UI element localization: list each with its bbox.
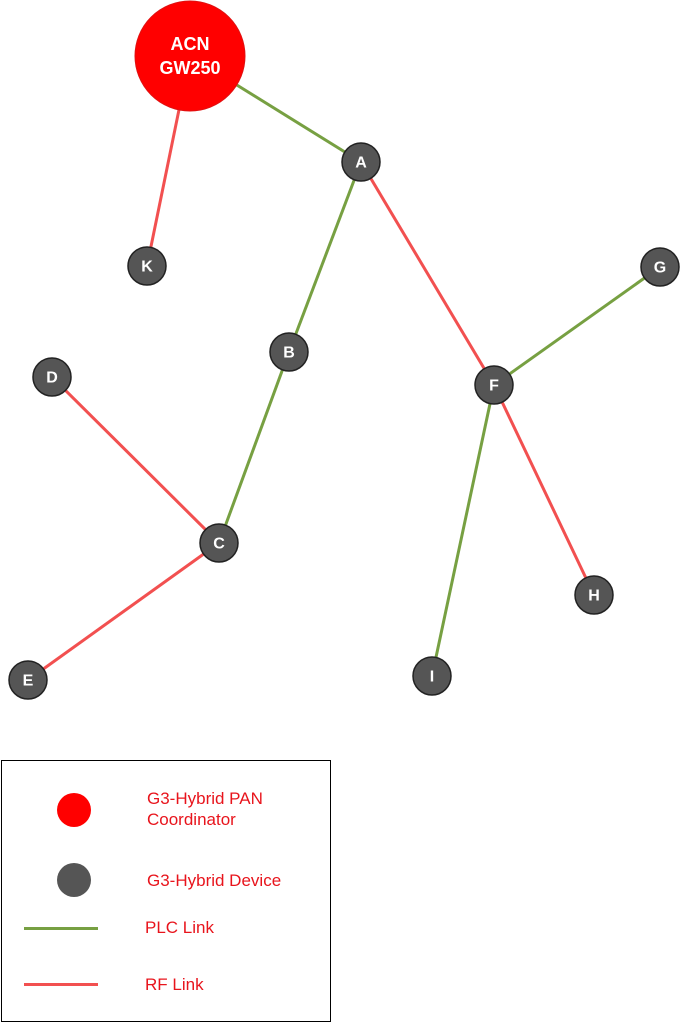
device-label-f: F	[489, 378, 499, 395]
device-circle-i	[412, 656, 452, 696]
coordinator-circle	[134, 0, 246, 112]
rf-link-swatch-icon	[24, 983, 98, 986]
device-circle-c	[199, 523, 239, 563]
device-label-h: H	[588, 588, 600, 605]
device-circle-b	[269, 332, 309, 372]
coordinator-label-line1: ACN	[171, 34, 210, 54]
coordinator-label-line2: GW250	[159, 58, 220, 78]
device-node-f: F	[474, 365, 514, 405]
plc-link-f-g	[493, 265, 661, 387]
device-circle-k	[127, 246, 167, 286]
device-node-i: I	[412, 656, 452, 696]
legend-coordinator-label: G3-Hybrid PAN Coordinator	[147, 789, 263, 829]
rf-link-a-f	[359, 161, 496, 386]
device-label-d: D	[46, 370, 58, 387]
device-label-g: G	[654, 260, 666, 277]
device-node-h: H	[574, 575, 614, 615]
device-node-k: K	[127, 246, 167, 286]
device-label-a: A	[355, 155, 367, 172]
device-label-b: B	[283, 345, 295, 362]
plc-link-f-i	[430, 384, 496, 677]
links-layer	[27, 54, 661, 682]
coordinator-swatch-icon	[57, 793, 91, 827]
legend-rf-label: RF Link	[145, 975, 204, 994]
device-label-k: K	[141, 259, 153, 276]
device-node-b: B	[269, 332, 309, 372]
device-circle-e	[8, 660, 48, 700]
device-circle-a	[341, 142, 381, 182]
device-node-e: E	[8, 660, 48, 700]
device-circle-d	[32, 357, 72, 397]
legend: G3-Hybrid PAN Coordinator G3-Hybrid Devi…	[1, 760, 331, 1022]
plc-link-a-b	[287, 161, 363, 353]
device-circle-f	[474, 365, 514, 405]
device-label-i: I	[430, 669, 434, 686]
plc-link-swatch-icon	[24, 927, 98, 930]
device-node-d: D	[32, 357, 72, 397]
device-circle-h	[574, 575, 614, 615]
device-node-c: C	[199, 523, 239, 563]
rf-link-d-c	[50, 375, 221, 545]
device-label-c: C	[213, 536, 225, 553]
coordinator-node: ACN GW250	[134, 0, 246, 112]
rf-link-c-e	[27, 541, 220, 682]
device-node-a: A	[341, 142, 381, 182]
rf-link-f-h	[492, 384, 596, 596]
device-swatch-icon	[57, 863, 91, 897]
device-label-e: E	[23, 673, 34, 690]
device-node-g: G	[640, 247, 680, 287]
legend-device-label: G3-Hybrid Device	[147, 871, 282, 890]
device-circle-g	[640, 247, 680, 287]
legend-plc-label: PLC Link	[145, 918, 214, 937]
plc-link-b-c	[217, 351, 291, 544]
